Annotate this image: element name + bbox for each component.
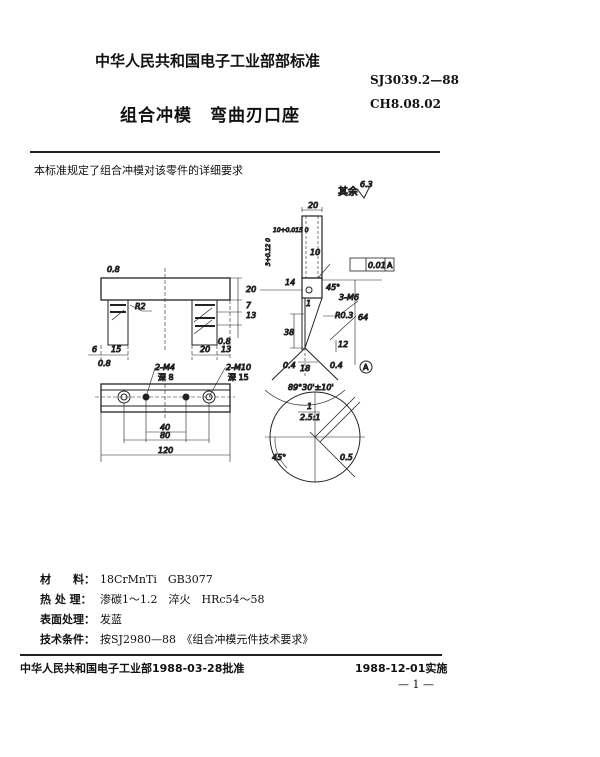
drawing-line (100, 383, 231, 413)
drawing-line (100, 268, 231, 360)
side-view (260, 207, 395, 406)
drawing-line (145, 367, 245, 398)
m10-label: 2-M10 (226, 363, 251, 372)
plan-view (95, 367, 245, 462)
drawing-line (301, 298, 306, 350)
approval-date: 中华人民共和国电子工业部1988-03-28批准 (20, 662, 245, 675)
drawing-line (305, 286, 313, 294)
marker-1: 1 (306, 299, 311, 308)
effective-date: 1988-12-01实施 (355, 662, 448, 675)
tolerance-10: 10+0.015 0 (273, 227, 309, 234)
m10-depth: 深 15 (228, 373, 249, 382)
drawing-line (305, 216, 319, 278)
spec-technical: 技术条件：按SJ2980—88 《组合冲模元件技术要求》 (40, 633, 314, 646)
drawing-line (100, 400, 231, 462)
dim-38: 38 (284, 328, 294, 337)
drawing-line (349, 257, 395, 272)
drawing-line (309, 396, 361, 478)
detail-dim: 0.5 (340, 453, 353, 462)
thread-m6: 3-M6 (339, 293, 359, 302)
dim-6: 6 (92, 345, 97, 354)
bottom-rule (20, 654, 442, 656)
roughness-right: 0.4 (330, 361, 343, 370)
dim-15: 15 (111, 345, 121, 354)
roughness-note: 其余 (338, 185, 358, 198)
roughness-symbol-icon (357, 181, 373, 199)
datum-a-marker: A (363, 363, 369, 372)
technical-drawing: 其余 6.3 0.8 R2 6 15 20 13 20 13 7 0.8 0.8… (88, 180, 395, 483)
drawing-line (274, 436, 288, 469)
page-number: — 1 — (398, 678, 434, 691)
dim-14: 14 (285, 278, 295, 287)
detail-scale: 2.5:1 (300, 413, 321, 422)
spec-surface: 表面处理：发蓝 (40, 613, 122, 626)
dim-80: 80 (160, 431, 170, 440)
top-rule (30, 151, 440, 153)
drawing-line (264, 389, 346, 406)
drawing-line (101, 431, 230, 456)
dim-20-top: 20 (308, 201, 318, 210)
drawing-line (365, 258, 386, 271)
drawing-line (359, 360, 373, 374)
detail-view (265, 391, 365, 483)
radius-r03: R0.3 (335, 311, 353, 320)
side-roughness: 0.8 (218, 337, 231, 346)
drawing-line (301, 277, 323, 299)
dim-20-vertical: 20 (246, 285, 256, 294)
drawing-line (101, 389, 230, 407)
dim-13: 13 (221, 345, 231, 354)
detail-label: 1 (307, 402, 312, 411)
drawing-line (129, 304, 152, 312)
drawing-line (271, 297, 339, 381)
drawing-line (100, 277, 231, 301)
m4-depth: 深 8 (158, 373, 174, 382)
detail-angle: 45° (272, 453, 286, 462)
ch-number: CH8.08.02 (370, 97, 441, 111)
drawing-line (290, 280, 359, 365)
angle-dim: 89°30'±10' (288, 383, 334, 392)
dim-120: 120 (158, 446, 173, 455)
spec-material: 材 料：18CrMnTi GB3077 (40, 573, 213, 586)
dim-10: 10 (310, 248, 320, 257)
radius-r2: R2 (135, 302, 146, 311)
dim-40: 40 (160, 423, 170, 432)
drawing-line (260, 207, 382, 291)
dim-12: 12 (338, 340, 348, 349)
m4-label: 2-M4 (155, 363, 175, 372)
tolerance-value: 0.01 (368, 261, 386, 270)
drawing-line (111, 307, 213, 335)
spec-heat-treatment: 热 处 理：渗碳1～1.2 淬火 HRc54～58 (40, 593, 265, 606)
drawing-line (107, 299, 129, 346)
drawing-line (191, 299, 218, 346)
tolerance-3: 3+0.12 0 (265, 238, 272, 266)
standard-number: SJ3039.2—88 (370, 73, 459, 87)
dim-18: 18 (300, 364, 310, 373)
dim-64: 64 (358, 313, 368, 322)
top-roughness: 0.8 (107, 265, 120, 274)
dim-7: 7 (246, 301, 252, 310)
chamfer-45: 45° (326, 283, 340, 292)
intro-text: 本标准规定了组合冲模对该零件的详细要求 (34, 164, 243, 177)
drawing-line (301, 215, 323, 279)
roughness-value: 6.3 (360, 180, 373, 189)
issuer: 中华人民共和国电子工业部部标准 (95, 52, 321, 70)
drawing-line (95, 378, 235, 418)
front-view (88, 268, 242, 360)
drawing-line (217, 277, 242, 338)
document-title: 组合冲模 弯曲刃口座 (120, 106, 300, 126)
dim-20: 20 (200, 345, 210, 354)
drawing-line (110, 304, 215, 327)
dim-13-vertical: 13 (246, 311, 256, 320)
bottom-roughness: 0.8 (98, 359, 111, 368)
tolerance-datum: A (387, 261, 393, 270)
roughness-left: 0.4 (283, 361, 296, 370)
